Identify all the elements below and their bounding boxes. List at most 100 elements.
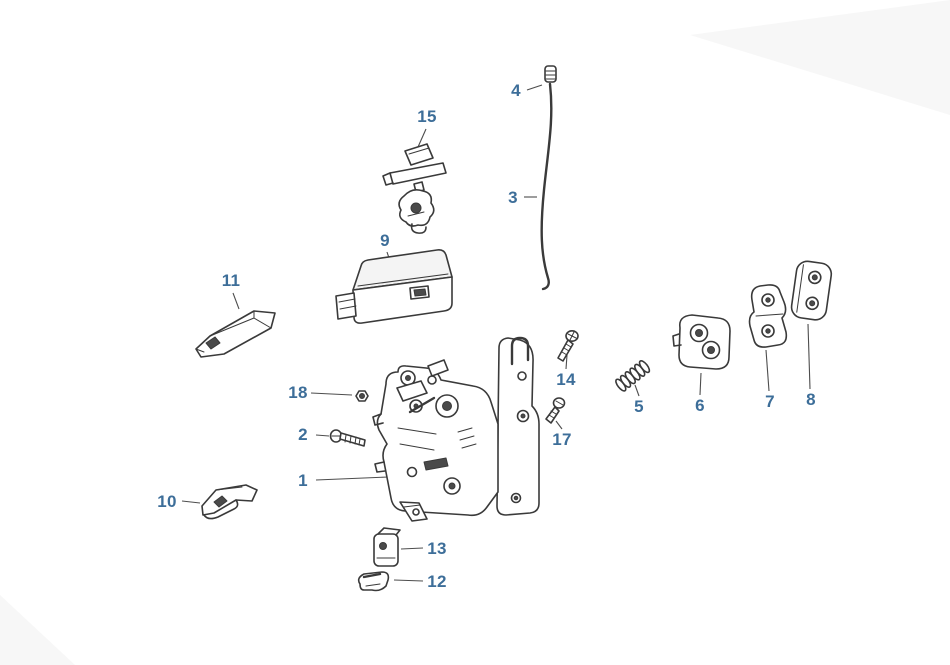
part-7-hole-bottom-center [765,328,771,334]
leader-7 [765,349,770,392]
leader-14 [565,354,568,370]
part-1-lever2 [399,443,435,451]
part-1-lower-circle [443,477,461,495]
part-2-shaft [339,432,366,447]
part-2-thread2 [349,435,352,444]
part-1-faceplate-hole-bottom [510,492,522,504]
leader-4 [526,84,543,91]
leader-1 [315,476,389,481]
part-12-edge [362,572,382,579]
part-2-thread3 [354,436,357,445]
part-8-cover-drawing [790,260,833,321]
part-11-outline [195,310,276,358]
part-label-4: 4 [511,81,521,100]
part-6-striker-drawing [672,314,731,370]
part-5-coil6 [638,359,651,374]
part-14-shaft [557,339,574,362]
leader-6 [699,372,702,396]
part-15-top-knob [404,143,434,166]
part-15-bar [389,162,447,185]
part-6-left-tab [672,333,682,347]
part-1-hatch2 [459,435,475,441]
leader-10 [181,500,201,504]
part-label-6: 6 [695,396,705,415]
part-1-lever1 [397,427,437,435]
part-13-hole [379,542,387,550]
part-18-grommet-drawing [355,390,369,402]
part-3-rod [540,82,553,291]
leader-lines [181,84,811,582]
part-15-hook [410,223,427,234]
part-2-thread4 [358,438,361,446]
part-9-slot-inner [413,288,427,297]
part-label-8: 8 [806,390,816,409]
part-1-faceplate-hole-mid [516,409,530,423]
leader-13 [400,547,424,550]
part-1-faceplate-hole-mid-center [520,413,526,419]
part-1-faceplate-hole-top [517,371,527,381]
leader-11 [232,292,240,310]
part-8-hole-bottom [805,296,819,311]
part-1-faceplate [496,337,540,516]
part-9-pin1 [338,298,356,303]
part-14-thread2 [563,347,570,352]
part-6-jaw-upper-center [695,329,703,337]
part-label-11: 11 [221,271,241,290]
part-8-hole-top-center [811,274,818,281]
part-10-outline [201,484,258,516]
part-7-gasket-drawing [748,284,788,348]
leader-2 [315,434,330,437]
part-label-2: 2 [298,425,308,444]
part-1-link-bracket [396,380,428,402]
part-1-cable-hook [510,336,530,366]
part-label-12: 12 [427,572,447,591]
leader-18 [310,392,353,396]
part-14-slot2 [569,331,575,341]
part-1-link-pivot-center [405,375,411,381]
part-label-3: 3 [508,188,518,207]
part-7-hole-bottom [761,324,775,338]
corner-shade-top-right [690,0,950,115]
part-1-foot-hole [412,508,420,516]
part-1-link-pin [427,375,437,385]
leader-15 [417,128,427,148]
part-7-hole-top-center [765,297,771,303]
part-3-rod-drawing [540,82,553,291]
part-1-side-tab2 [374,461,386,473]
part-6-jaw-lower [701,340,721,360]
part-8-hole-top [807,270,822,285]
part-6-outline [678,314,731,370]
part-15-top-line [408,147,430,155]
part-9-pin2 [339,305,357,310]
part-label-13: 13 [427,539,447,558]
part-label-7: 7 [765,392,775,411]
part-12-fold [365,583,381,587]
part-9-actuator-drawing [335,249,453,324]
part-8-hole-bottom-center [809,300,816,307]
part-9-ridge [357,273,449,287]
part-7-pinch [755,313,784,317]
part-label-14: 14 [556,370,576,389]
part-18-hole [359,393,365,399]
part-8-edge [796,264,804,313]
part-7-outline [748,284,788,348]
leader-17 [555,420,563,430]
part-label-10: 10 [157,492,177,511]
part-7-hole-top [761,293,775,307]
part-1-link-bar [408,396,436,414]
part-15-hole [410,202,422,214]
part-1-latch-slot [423,457,449,471]
part-1-foot-line [403,504,421,508]
leader-8 [807,323,811,390]
part-2-thread1 [344,434,347,443]
part-1-hatch3 [461,443,477,449]
part-1-hatch1 [457,427,473,433]
part-1-small-hole [406,466,418,478]
part-5-spring-drawing [615,359,651,392]
part-1-cam-center [442,401,452,411]
part-10-lip [203,499,239,520]
leader-12 [393,579,424,582]
part-17-thread2 [550,410,557,415]
part-1-cam-circle [435,394,459,418]
